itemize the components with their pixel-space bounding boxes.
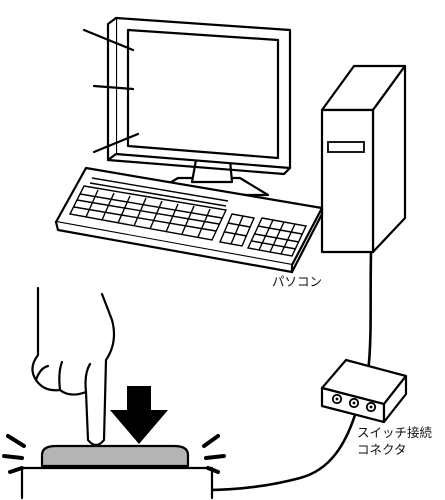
keyboard-icon <box>54 166 324 274</box>
switch-connector-label-line1: スイッチ接続 <box>357 425 433 440</box>
press-emphasis-lines <box>2 434 226 474</box>
cables <box>203 250 373 492</box>
pc-to-connector-cable <box>366 250 373 374</box>
switch-connector-label: スイッチ接続 コネクタ <box>357 425 432 459</box>
down-arrow-icon <box>110 386 168 444</box>
switch-connector-label-line2: コネクタ <box>357 441 407 457</box>
pc-tower-icon <box>320 64 407 254</box>
pc-label: パソコン <box>272 274 323 289</box>
connector-jacks <box>331 393 377 413</box>
switch-connector-box-icon <box>320 358 408 424</box>
connector-to-switch-cable <box>203 413 357 492</box>
monitor-icon <box>82 16 292 197</box>
pointing-hand-icon <box>31 286 116 447</box>
push-button-switch-icon <box>2 434 226 500</box>
